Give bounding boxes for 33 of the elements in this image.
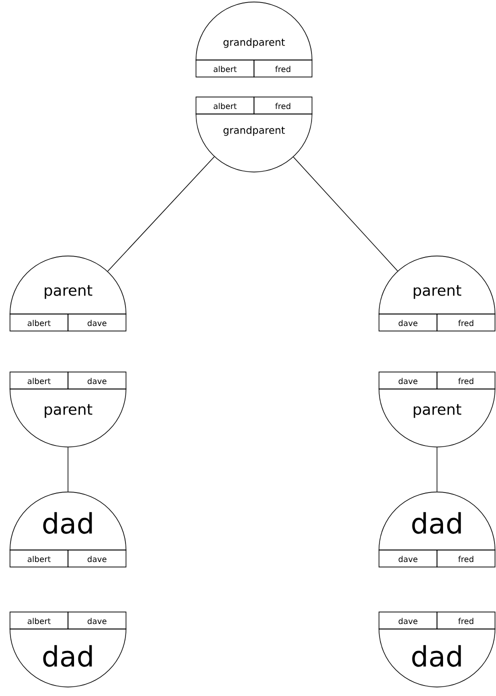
table-cell: fred — [436, 314, 496, 332]
table-cell: dave — [378, 314, 438, 332]
node-label: dad — [412, 512, 461, 534]
node-label: dad — [412, 645, 461, 667]
table-cell: albert — [196, 60, 254, 78]
node-label: parent — [414, 404, 462, 418]
table-cell: albert — [10, 372, 68, 390]
table-cell: fred — [436, 612, 496, 630]
table-cell: dave — [378, 372, 438, 390]
table-cell: fred — [436, 550, 496, 568]
connector-line — [436, 447, 438, 492]
table-cell: albert — [196, 96, 254, 114]
table-cell: dave — [378, 612, 438, 630]
table-cell: fred — [436, 372, 496, 390]
node-label: grandparent — [224, 126, 285, 136]
table-cell: dave — [378, 550, 438, 568]
connector-line — [293, 156, 398, 272]
table-cell: dave — [68, 314, 126, 332]
node-label: parent — [414, 285, 462, 299]
table-cell: albert — [10, 314, 68, 332]
node-label: parent — [44, 285, 92, 299]
table-cell: dave — [68, 550, 126, 568]
node-label: parent — [44, 404, 92, 418]
table-cell: fred — [254, 96, 312, 114]
table-cell: dave — [68, 372, 126, 390]
table-cell: albert — [10, 550, 68, 568]
node-label: dad — [43, 512, 92, 534]
table-cell: fred — [254, 60, 312, 78]
table-cell: albert — [10, 612, 68, 630]
node-label: grandparent — [224, 38, 285, 48]
table-cell: dave — [68, 612, 126, 630]
node-label: dad — [43, 645, 92, 667]
connector-line — [107, 156, 215, 272]
